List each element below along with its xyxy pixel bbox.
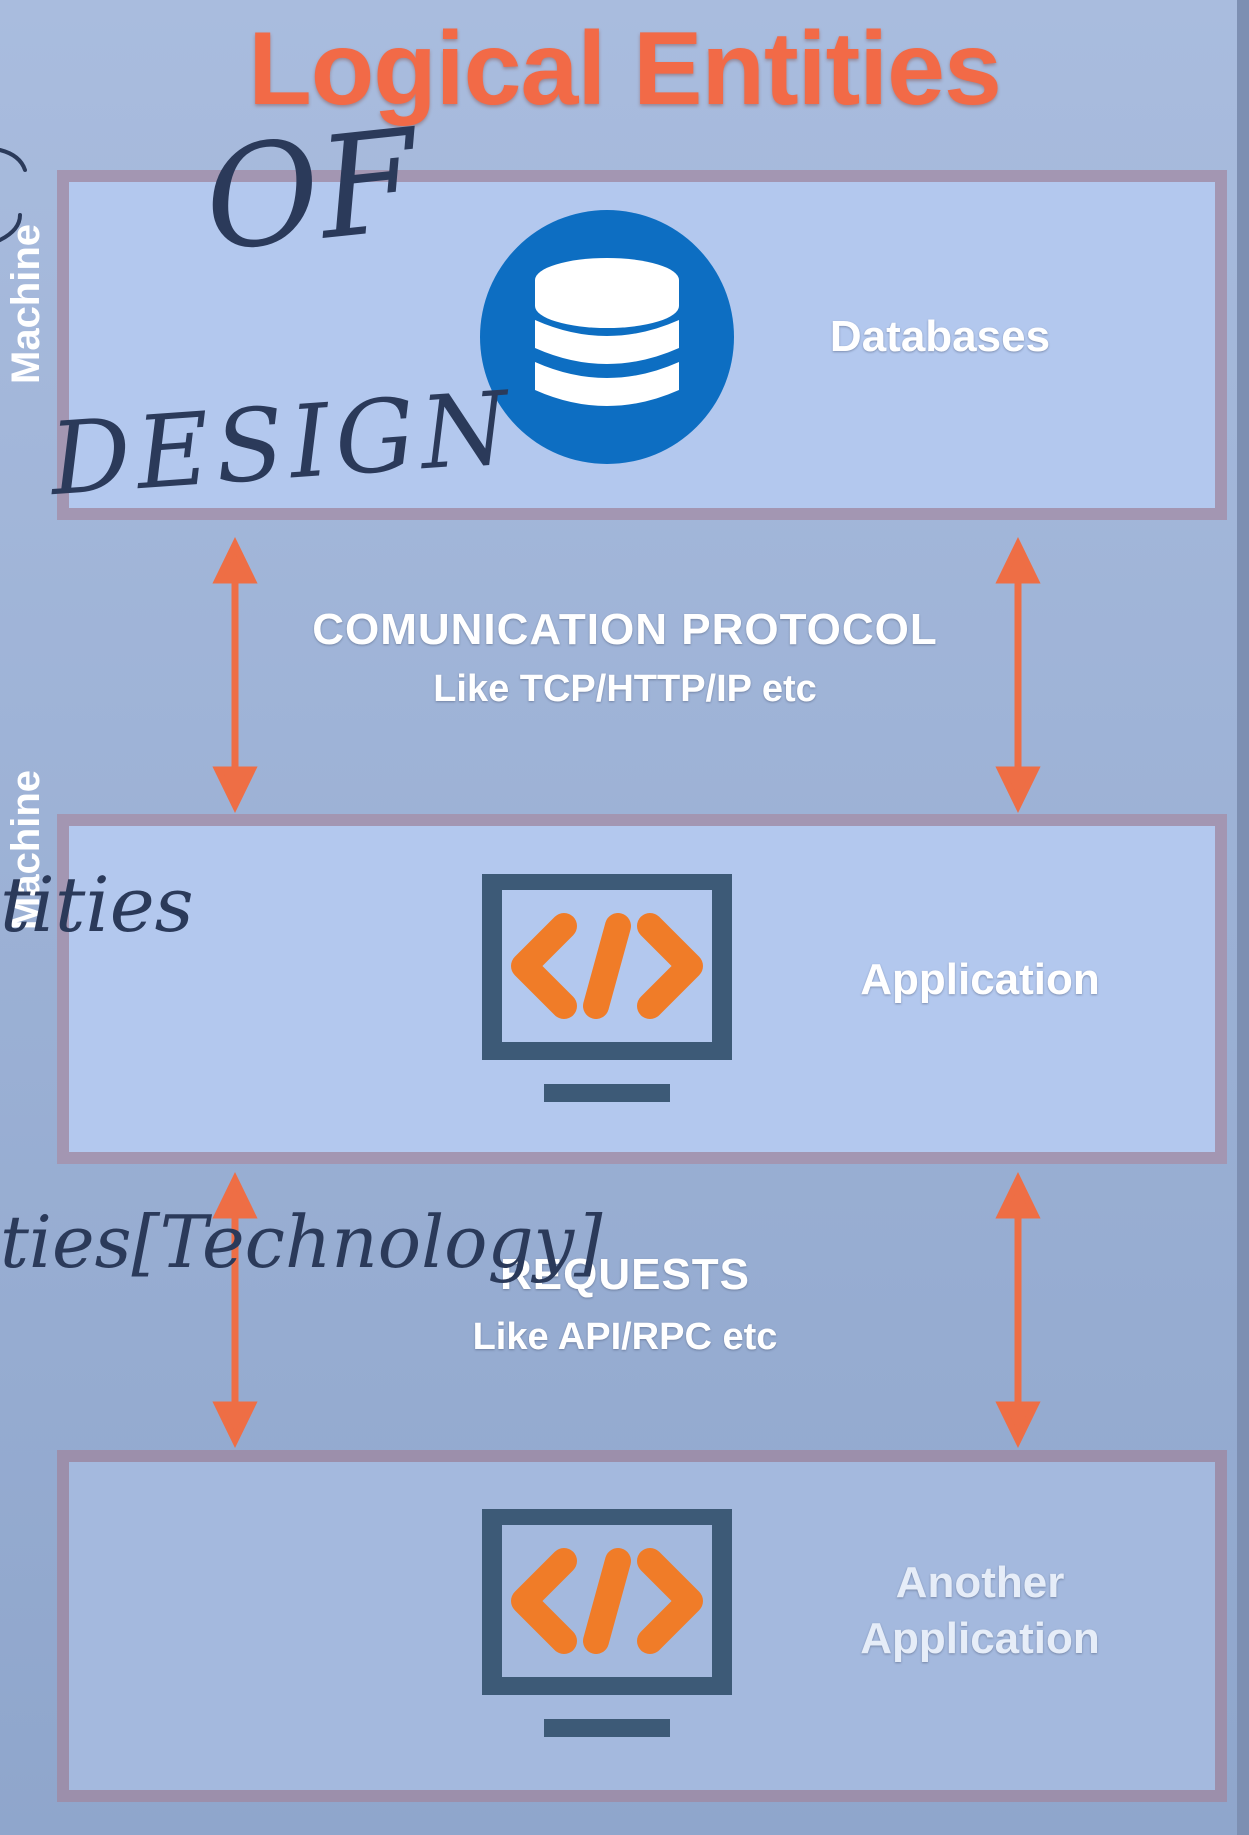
another-application-label-line1: Another [895, 1558, 1065, 1607]
bidirectional-arrow-icon [212, 1171, 258, 1449]
right-edge-bar [1237, 0, 1249, 1835]
communication-protocol-subtitle: Like TCP/HTTP/IP etc [433, 668, 817, 710]
code-monitor-icon [478, 870, 736, 1106]
code-monitor-icon [478, 1505, 736, 1741]
bidirectional-arrow-icon [995, 536, 1041, 814]
another-application-label-line2: Application [860, 1614, 1100, 1663]
bidirectional-arrow-icon [212, 536, 258, 814]
handwritten-annotations [0, 148, 27, 242]
bidirectional-arrow-icon [995, 1171, 1041, 1449]
requests-subtitle: Like API/RPC etc [472, 1316, 778, 1358]
database-icon [478, 208, 736, 466]
requests-title: REQUESTS [499, 1250, 751, 1299]
page-title: Logical Entities [248, 11, 1002, 127]
handwriting-technology: ties[Technology] [0, 1200, 603, 1284]
databases-label: Databases [829, 312, 1051, 361]
application-label: Application [860, 955, 1100, 1004]
handwriting-of: OF [197, 99, 425, 284]
communication-protocol-title: COMUNICATION PROTOCOL [312, 605, 938, 654]
handwriting-tities: tities [0, 860, 194, 949]
